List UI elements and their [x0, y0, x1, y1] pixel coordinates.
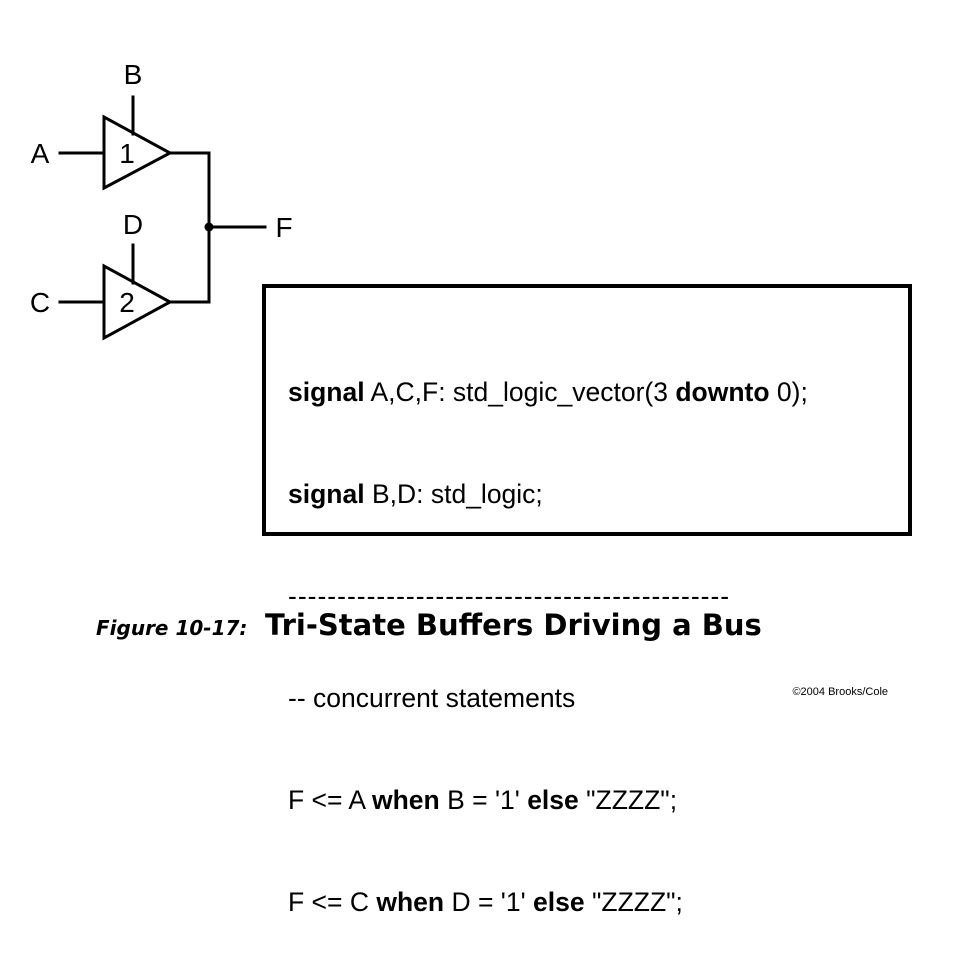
- label-d: D: [123, 209, 143, 240]
- figure-number: Figure 10-17:: [96, 616, 248, 640]
- buffer-1-triangle: [102, 114, 174, 191]
- figure-title: Tri-State Buffers Driving a Bus: [265, 608, 762, 642]
- code-text: B = '1': [439, 785, 528, 815]
- output-wire-1: [168, 151, 211, 229]
- code-line-1: signal A,C,F: std_logic_vector(3 downto …: [288, 375, 908, 409]
- code-text: "ZZZZ";: [584, 887, 683, 917]
- output-wire-2: [168, 225, 211, 304]
- code-text: A,C,F: std_logic_vector(3: [364, 377, 676, 407]
- keyword: else: [527, 785, 579, 815]
- tri-state-circuit: B A 1 D F C 2: [30, 59, 293, 341]
- vhdl-code-box: signal A,C,F: std_logic_vector(3 downto …: [262, 284, 912, 917]
- keyword: when: [376, 887, 445, 917]
- code-separator: ----------------------------------------…: [288, 581, 731, 611]
- code-text: D = '1': [444, 887, 534, 917]
- code-line-2: signal B,D: std_logic;: [288, 477, 908, 511]
- label-b: B: [124, 59, 143, 90]
- figure-caption: Figure 10-17: Tri-State Buffers Driving …: [96, 608, 762, 642]
- junction-dot: [204, 222, 214, 232]
- code-text: 0);: [769, 377, 808, 407]
- keyword: signal: [288, 377, 365, 407]
- buffer-2-label: 2: [119, 287, 135, 318]
- code-text: F <= A: [288, 785, 372, 815]
- code-text: "ZZZZ";: [578, 785, 678, 815]
- copyright-notice: ©2004 Brooks/Cole: [792, 686, 888, 698]
- code-line-5: F <= A when B = '1' else "ZZZZ";: [288, 783, 908, 817]
- label-c: C: [30, 287, 50, 318]
- buffer-1-label: 1: [119, 138, 135, 169]
- code-comment: -- concurrent statements: [288, 683, 576, 713]
- keyword: when: [371, 785, 440, 815]
- code-text: B,D: std_logic;: [364, 479, 543, 509]
- keyword: downto: [675, 377, 770, 407]
- keyword: signal: [288, 479, 365, 509]
- label-a: A: [31, 138, 50, 169]
- code-text: F <= C: [288, 887, 377, 917]
- code-line-6: F <= C when D = '1' else "ZZZZ";: [288, 885, 908, 919]
- keyword: else: [533, 887, 585, 917]
- label-f: F: [275, 212, 292, 243]
- buffer-2-triangle: [102, 263, 174, 341]
